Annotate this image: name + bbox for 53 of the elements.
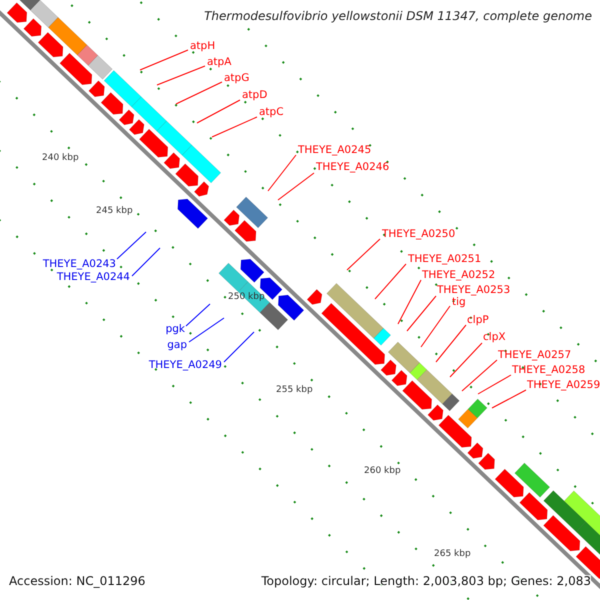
gene-label: THEYE_A0253: [437, 284, 510, 296]
leader-line: [450, 342, 482, 378]
gene-label: atpD: [242, 89, 268, 101]
leader-line: [398, 280, 422, 324]
footer-text: Topology: circular; Length: 2,003,803 bp; Genes: 2,083: [261, 575, 591, 587]
scale-label: 260 kbp: [364, 466, 401, 476]
leader-line: [224, 332, 254, 362]
leader-line: [212, 116, 258, 138]
leader-line: [346, 238, 380, 270]
leader-line: [268, 154, 296, 192]
leader-line: [186, 304, 210, 326]
footer-text: Accession: NC_011296: [9, 575, 146, 587]
scale-label: 250 kbp: [228, 292, 265, 302]
scale-label: 240 kbp: [42, 153, 79, 163]
gene-label: pgk: [166, 323, 185, 335]
gene-label: atpH: [190, 40, 216, 52]
gene-label: THEYE_A0246: [316, 161, 390, 173]
leader-line: [140, 50, 188, 70]
title: Thermodesulfovibrio yellowstonii DSM 11347, complete genome: [204, 10, 592, 22]
leader-line: [478, 374, 512, 394]
gene-label: tig: [452, 296, 466, 308]
gene-label: THEYE_A0258: [512, 364, 586, 376]
gene-label: THEYE_A0259: [527, 379, 600, 391]
gene-label: atpA: [207, 56, 232, 68]
scale-label: 255 kbp: [276, 385, 313, 395]
leader-line: [188, 318, 224, 342]
gene-label: THEYE_A0252: [422, 269, 496, 281]
leader-line: [436, 324, 466, 362]
gene-label: THEYE_A0250: [382, 228, 456, 240]
gene-label: atpG: [224, 72, 250, 84]
leader-line: [462, 360, 498, 392]
gene-label: clpP: [467, 314, 489, 326]
gene-label: THEYE_A0244: [56, 271, 130, 283]
gene-label: THEYE_A0243: [42, 258, 116, 270]
leader-line: [176, 82, 222, 104]
leader-line: [406, 296, 436, 332]
gene-label: THEYE_A0249: [148, 359, 222, 371]
scale-label: 265 kbp: [434, 549, 471, 559]
leader-line: [492, 390, 526, 408]
leader-line: [116, 232, 146, 260]
gene-label: clpX: [483, 331, 506, 343]
gene-label: atpC: [259, 106, 284, 118]
leader-line: [374, 264, 406, 300]
gene-label: THEYE_A0251: [408, 253, 482, 265]
leader-line: [420, 306, 450, 348]
leader-line: [278, 172, 314, 200]
leader-line: [156, 66, 206, 86]
leader-line: [132, 248, 160, 276]
scale-label: 245 kbp: [96, 206, 133, 216]
leader-line: [196, 100, 240, 124]
gene-label: gap: [167, 339, 187, 351]
gene-label: THEYE_A0245: [298, 144, 372, 156]
gene-label: THEYE_A0257: [498, 349, 572, 361]
